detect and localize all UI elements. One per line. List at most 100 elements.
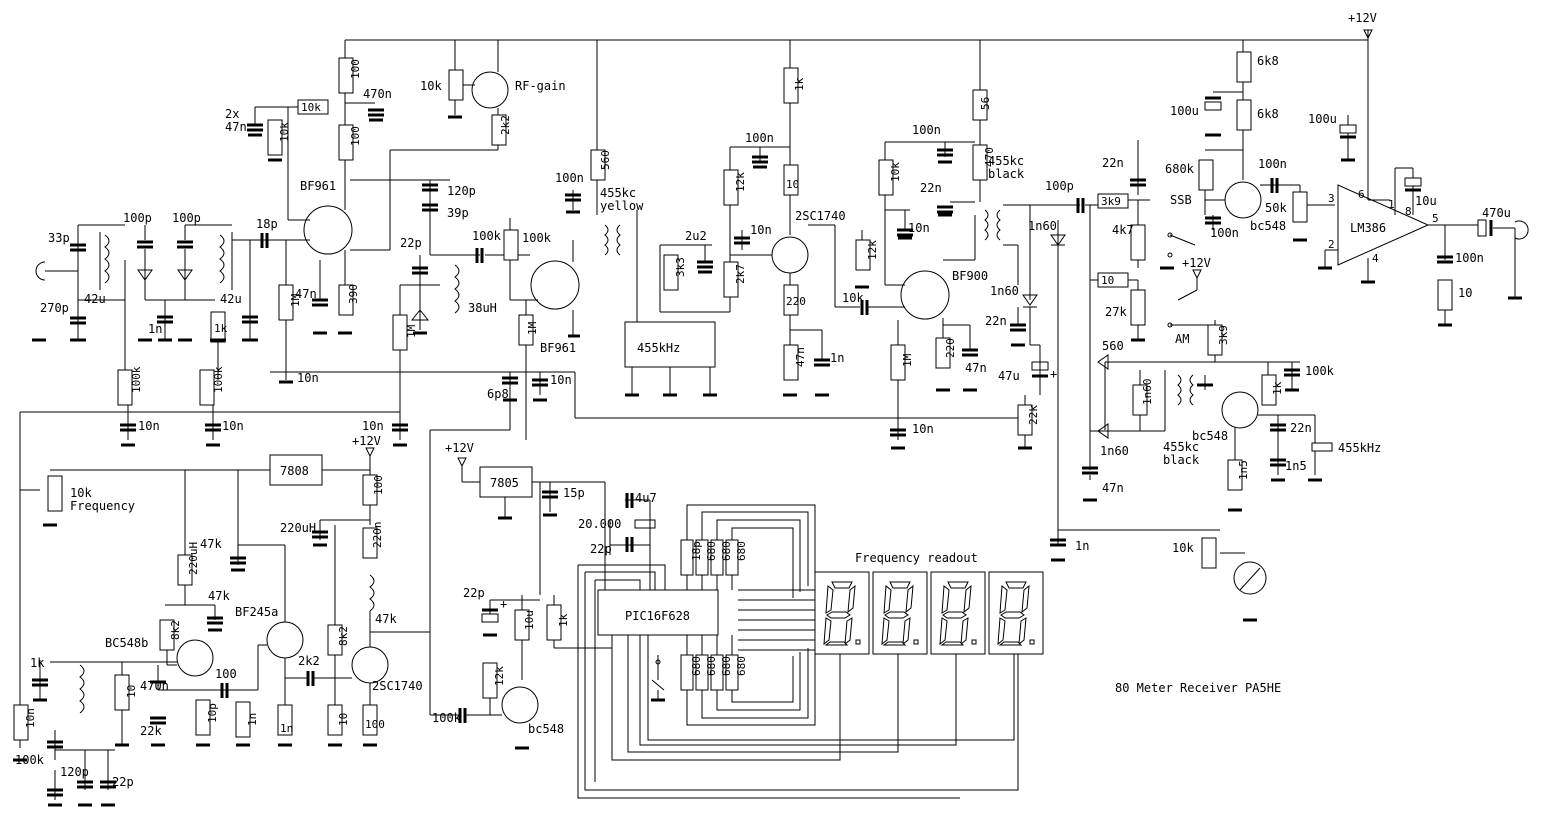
if-transformer-black-b	[1177, 374, 1182, 406]
svg-text:BF245a: BF245a	[235, 605, 278, 619]
svg-text:10k: 10k	[1172, 541, 1194, 555]
svg-text:47n: 47n	[1102, 481, 1124, 495]
svg-text:470: 470	[983, 147, 996, 167]
svg-text:10: 10	[1101, 274, 1114, 287]
svg-text:+12V: +12V	[445, 441, 474, 455]
svg-text:47k: 47k	[200, 537, 222, 551]
svg-text:SSB: SSB	[1170, 193, 1192, 207]
2sc1740-transistor-a	[771, 236, 809, 274]
svg-text:100: 100	[372, 475, 385, 495]
svg-text:270p: 270p	[40, 301, 69, 315]
crystal-20mhz	[634, 519, 656, 529]
svg-text:47n: 47n	[965, 361, 987, 375]
svg-text:2k2: 2k2	[298, 654, 320, 668]
svg-text:Frequency readout: Frequency readout	[855, 551, 978, 565]
choke-220uh	[369, 574, 375, 612]
svg-text:50k: 50k	[1265, 201, 1287, 215]
svg-text:1: 1	[1388, 198, 1395, 211]
svg-text:AM: AM	[1175, 332, 1189, 346]
svg-text:22p: 22p	[590, 542, 612, 556]
svg-text:10n: 10n	[912, 422, 934, 436]
svg-text:100u: 100u	[1170, 104, 1199, 118]
svg-text:455kHz: 455kHz	[637, 341, 680, 355]
svg-text:+: +	[1050, 367, 1057, 381]
mixer-section: 120p 39p 22p 100k 38uH 1M 10n BF961 100k…	[350, 179, 580, 440]
svg-text:6p8: 6p8	[487, 387, 509, 401]
antenna-connector-icon	[35, 261, 46, 281]
svg-text:470u: 470u	[1482, 206, 1511, 220]
svg-text:1k: 1k	[214, 322, 228, 335]
svg-text:10n: 10n	[24, 708, 37, 728]
svg-text:100k: 100k	[432, 711, 462, 725]
svg-text:22p: 22p	[463, 586, 485, 600]
coil-42u-b	[219, 234, 225, 284]
ground-symbols	[13, 115, 1522, 807]
svg-text:10: 10	[786, 178, 799, 191]
if-transformer-black-a	[984, 209, 989, 241]
2sc1740-transistor-b	[351, 646, 389, 684]
svg-text:120p: 120p	[60, 765, 89, 779]
svg-text:22p: 22p	[112, 775, 134, 789]
svg-text:100u: 100u	[1308, 112, 1337, 126]
svg-text:8k2: 8k2	[169, 620, 182, 640]
bf900-mosfet	[900, 270, 950, 320]
svg-text:10: 10	[125, 685, 138, 698]
detector-section: 1n60 22n 47u + 22k 100p 1n60 3k9 22n 4k7	[985, 140, 1381, 595]
svg-text:bc548: bc548	[1192, 429, 1228, 443]
svg-text:680: 680	[705, 541, 718, 561]
coil-38uh	[454, 264, 460, 314]
svg-text:22n: 22n	[1102, 156, 1124, 170]
svg-text:1k: 1k	[30, 656, 45, 670]
schematic-title: 80 Meter Receiver PA5HE	[1115, 681, 1281, 695]
svg-text:7808: 7808	[280, 464, 309, 478]
svg-text:100: 100	[215, 667, 237, 681]
segment-resistors-bottom: 680 680 680 680	[680, 654, 748, 691]
svg-text:39p: 39p	[447, 206, 469, 220]
svg-text:10n: 10n	[222, 419, 244, 433]
svg-text:4u7: 4u7	[635, 491, 657, 505]
svg-text:100p: 100p	[123, 211, 152, 225]
bc548-oscillator	[1221, 391, 1259, 429]
svg-text:4: 4	[1372, 252, 1379, 265]
svg-text:BF961: BF961	[300, 179, 336, 193]
supply-label-top: +12V	[1348, 11, 1377, 25]
svg-text:3k9: 3k9	[1101, 195, 1121, 208]
svg-text:220uH: 220uH	[280, 521, 316, 535]
svg-text:100: 100	[349, 59, 362, 79]
svg-text:15p: 15p	[563, 486, 585, 500]
svg-text:1M: 1M	[405, 324, 418, 338]
svg-text:10n: 10n	[908, 221, 930, 235]
seven-segment-digit-4	[988, 571, 1044, 655]
svg-text:10n: 10n	[297, 371, 319, 385]
svg-text:680: 680	[735, 541, 748, 561]
svg-text:PIC16F628: PIC16F628	[625, 609, 690, 623]
svg-text:1n: 1n	[148, 322, 162, 336]
svg-text:10n: 10n	[750, 223, 772, 237]
svg-text:220n: 220n	[371, 522, 384, 549]
svg-text:680: 680	[690, 656, 703, 676]
svg-text:680: 680	[720, 656, 733, 676]
svg-text:1n: 1n	[280, 722, 293, 735]
svg-text:4k7: 4k7	[1112, 223, 1134, 237]
svg-text:100p: 100p	[172, 211, 201, 225]
svg-text:100k: 100k	[130, 366, 143, 393]
svg-text:47u: 47u	[998, 369, 1020, 383]
filter-455khz	[624, 321, 716, 368]
svg-text:2k2: 2k2	[499, 115, 512, 135]
svg-text:3: 3	[1328, 192, 1335, 205]
svg-text:56: 56	[979, 97, 992, 110]
svg-text:1M: 1M	[526, 321, 539, 335]
svg-text:100: 100	[349, 126, 362, 146]
svg-text:560: 560	[599, 150, 612, 170]
svg-text:22p: 22p	[400, 236, 422, 250]
svg-text:455kHz: 455kHz	[1338, 441, 1381, 455]
svg-text:10p: 10p	[206, 703, 219, 723]
svg-text:12k: 12k	[734, 172, 747, 192]
svg-text:100: 100	[365, 718, 385, 731]
crystal-455khz	[1311, 442, 1333, 452]
svg-text:1M: 1M	[289, 293, 302, 307]
svg-text:10: 10	[337, 713, 350, 726]
